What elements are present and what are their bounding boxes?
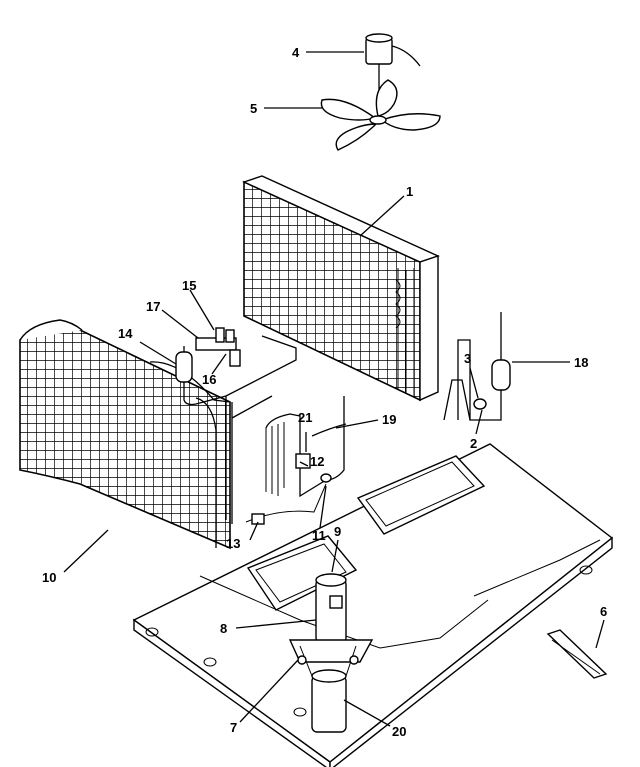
valve-assembly [195, 327, 241, 367]
callout-13: 13 [226, 536, 240, 551]
callout-5: 5 [250, 101, 257, 116]
callout-labels: 4 5 1 15 17 14 16 18 3 2 19 21 12 11 13 … [42, 45, 607, 739]
callout-15: 15 [182, 278, 196, 293]
callout-11: 11 [312, 528, 326, 543]
base-pan [132, 443, 614, 767]
callout-9: 9 [334, 524, 341, 539]
condenser-coil [242, 175, 440, 402]
callout-20: 20 [392, 724, 406, 739]
callout-3: 3 [464, 351, 471, 366]
callout-6: 6 [600, 604, 607, 619]
evaporator-coil [19, 319, 231, 550]
callout-7: 7 [230, 720, 237, 735]
callout-16: 16 [202, 372, 216, 387]
callout-14: 14 [118, 326, 133, 341]
callout-10: 10 [42, 570, 56, 585]
compressor [288, 573, 374, 663]
callout-1: 1 [406, 184, 413, 199]
callout-4: 4 [292, 45, 300, 60]
reversing-valve-group [443, 312, 511, 421]
callout-18: 18 [574, 355, 588, 370]
callout-17: 17 [146, 299, 160, 314]
accumulator-20 [297, 645, 359, 733]
callout-12: 12 [310, 454, 324, 469]
callout-8: 8 [220, 621, 227, 636]
fan-blade [320, 79, 441, 151]
callout-21: 21 [298, 410, 312, 425]
drier-14 [175, 346, 193, 383]
callout-19: 19 [382, 412, 396, 427]
bracket-6 [546, 629, 608, 679]
refrigerant-tubing [183, 335, 297, 524]
callout-2: 2 [470, 436, 477, 451]
leader-lines [63, 51, 605, 727]
fan-motor [365, 33, 421, 108]
wiring-harness [245, 396, 347, 525]
